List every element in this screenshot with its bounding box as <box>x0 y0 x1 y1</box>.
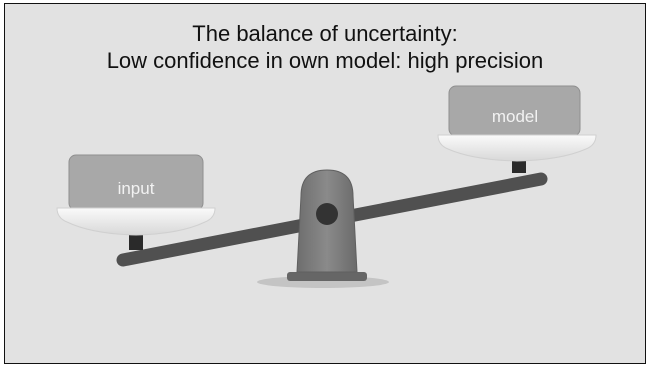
slide: The balance of uncertainty: Low confiden… <box>4 3 646 364</box>
pivot-base <box>287 272 367 281</box>
input-weight-label: input <box>118 179 155 198</box>
model-weight: model <box>448 85 581 137</box>
left-pan <box>56 207 216 236</box>
slide-title: The balance of uncertainty: Low confiden… <box>5 20 645 74</box>
model-weight-label: model <box>492 107 538 126</box>
seesaw-scale-illustration: input model <box>56 85 597 288</box>
pivot-bolt <box>316 203 338 225</box>
title-line-2: Low confidence in own model: high precis… <box>106 48 544 73</box>
input-weight: input <box>68 154 204 211</box>
title-line-1: The balance of uncertainty: <box>192 21 458 46</box>
right-pan <box>437 134 597 162</box>
